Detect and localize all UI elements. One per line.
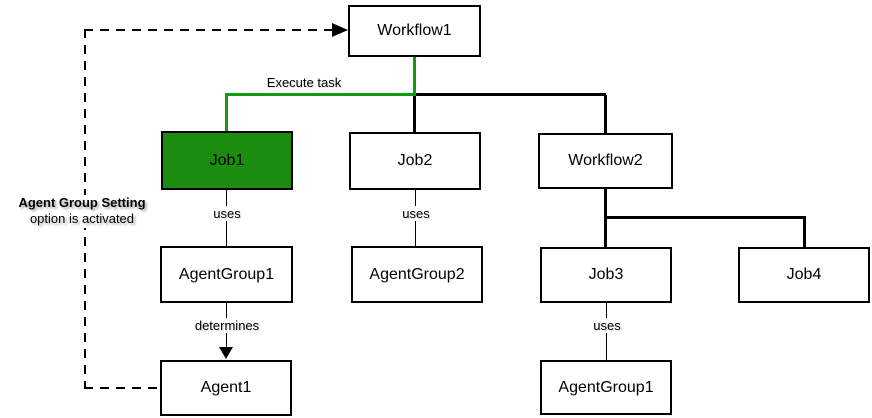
node-agentgroup2-label: AgentGroup2	[369, 265, 465, 283]
annotation-line2: option is activated	[29, 211, 135, 227]
node-agentgroup1: AgentGroup1	[160, 246, 293, 303]
node-agent1-label: Agent1	[200, 379, 252, 396]
dashed-line-to-agent1	[84, 387, 161, 389]
node-job2: Job2	[349, 132, 481, 190]
node-agentgroup1b-label: AgentGroup1	[558, 378, 654, 396]
edge-to-job4	[803, 216, 806, 249]
edge-workflow2-horizontal	[604, 216, 806, 219]
edge-label-determines: determines	[191, 318, 263, 333]
edge-label-job1-uses: uses	[210, 206, 244, 221]
edge-to-job2	[413, 95, 416, 134]
node-job2-label: Job2	[397, 152, 433, 169]
edge-execute-task-horizontal	[225, 93, 416, 96]
edge-workflow1-horizontal	[414, 93, 606, 96]
edge-workflow1-down-green	[413, 55, 416, 96]
dashed-line-to-workflow1	[84, 29, 332, 31]
annotation-line1: Agent Group Setting	[18, 195, 146, 210]
edge-to-workflow2	[604, 95, 607, 135]
node-agent1: Agent1	[160, 360, 292, 416]
node-job3-label: Job3	[588, 266, 624, 283]
edge-label-job3-uses: uses	[590, 318, 624, 333]
node-job1-label: Job1	[209, 151, 245, 169]
edge-label-job2-uses: uses	[399, 206, 433, 221]
node-agentgroup1-label: AgentGroup1	[178, 265, 275, 283]
node-job4: Job4	[738, 247, 870, 303]
node-workflow2-label: Workflow2	[568, 152, 643, 169]
node-workflow2: Workflow2	[538, 133, 673, 189]
node-agentgroup1b: AgentGroup1	[540, 360, 672, 415]
node-job1: Job1	[161, 131, 293, 190]
node-job4-label: Job4	[786, 266, 822, 283]
edge-to-job1-green	[225, 93, 228, 133]
arrow-right-icon	[332, 23, 348, 37]
edge-label-execute-task: Execute task	[263, 75, 345, 90]
node-workflow1: Workflow1	[348, 5, 481, 57]
annotation-agent-group-setting: Agent Group Setting option is activated	[6, 195, 158, 228]
node-job3: Job3	[540, 247, 672, 303]
arrow-down-icon	[219, 347, 233, 359]
node-agentgroup2: AgentGroup2	[351, 246, 483, 303]
node-workflow1-label: Workflow1	[377, 22, 452, 39]
